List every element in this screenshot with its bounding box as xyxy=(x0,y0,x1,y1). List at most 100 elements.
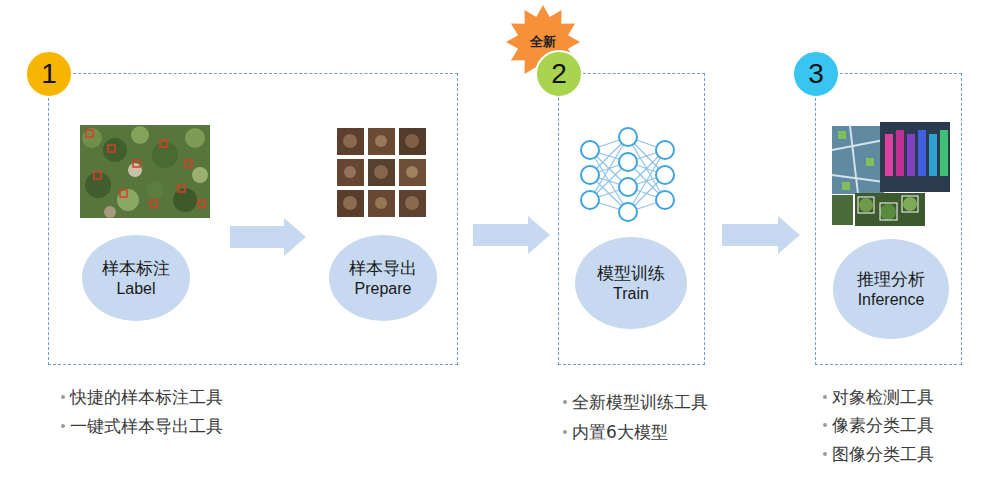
aerial-photo xyxy=(117,189,139,211)
neural-network-icon xyxy=(656,141,674,159)
inference-collage xyxy=(842,182,850,190)
feature-text: 全新模型训练工具 xyxy=(572,391,708,413)
aerial-photo xyxy=(152,142,178,168)
bullet-item: 对象检测工具 xyxy=(832,386,934,408)
inference-collage xyxy=(903,197,917,211)
neural-network-icon xyxy=(581,166,599,184)
process-ellipse: 推理分析Inference xyxy=(833,239,949,339)
feature-text: 快捷的样本标注工具 xyxy=(70,386,223,408)
inference-collage xyxy=(902,196,918,212)
inference-collage xyxy=(880,204,896,220)
sample-tiles xyxy=(337,128,364,155)
sample-tiles xyxy=(343,134,357,148)
sample-tiles xyxy=(344,166,356,178)
neural-network-icon xyxy=(619,178,637,196)
step-badge: 2 xyxy=(535,50,583,98)
step-subtitle: Inference xyxy=(858,290,925,311)
process-ellipse: 样本导出Prepare xyxy=(329,235,437,321)
sample-tiles xyxy=(405,196,419,210)
sample-tiles xyxy=(374,165,388,179)
sample-tiles xyxy=(405,134,419,148)
feature-text: 像素分类工具 xyxy=(832,414,934,436)
aerial-photo xyxy=(94,172,101,179)
inference-collage xyxy=(885,134,893,176)
sample-tiles xyxy=(399,128,426,155)
inference-collage xyxy=(832,122,950,226)
flow-arrow xyxy=(473,216,550,254)
inference-collage xyxy=(838,131,846,139)
process-ellipse: 模型训练Train xyxy=(575,237,687,329)
bullet-item: 全新模型训练工具 xyxy=(572,391,708,413)
sample-tiles xyxy=(406,166,418,178)
inference-collage xyxy=(858,197,874,213)
ellipse-text-group: 推理分析Inference xyxy=(857,268,925,311)
bullet-dot xyxy=(823,395,827,399)
inference-collage xyxy=(855,193,925,226)
aerial-photo xyxy=(86,130,93,137)
bullet-item: 像素分类工具 xyxy=(832,414,934,436)
flow-arrow xyxy=(722,216,800,254)
neural-network-icon xyxy=(590,137,665,212)
aerial-photo xyxy=(192,167,208,183)
aerial-photo xyxy=(160,140,167,147)
step-subtitle: Train xyxy=(613,284,649,305)
sample-tiles xyxy=(399,190,426,217)
sample-tiles xyxy=(375,135,387,147)
bullet-item: 内置6大模型 xyxy=(572,421,668,443)
sample-tiles xyxy=(343,196,357,210)
step-title: 样本导出 xyxy=(349,257,417,279)
sample-tiles xyxy=(368,190,395,217)
aerial-photo xyxy=(131,126,149,144)
step-subtitle: Label xyxy=(116,279,155,300)
aerial-photo xyxy=(198,200,205,207)
inference-collage xyxy=(866,158,874,166)
step-number: 3 xyxy=(808,60,824,88)
step-badge: 3 xyxy=(792,50,840,98)
ellipse-text-group: 样本导出Prepare xyxy=(349,257,417,300)
sample-tiles xyxy=(368,128,395,155)
aerial-photo xyxy=(104,206,116,218)
sample-tiles xyxy=(337,190,364,217)
aerial-photo xyxy=(103,138,127,162)
sample-tiles xyxy=(368,159,395,186)
aerial-photo xyxy=(185,160,192,167)
inference-collage xyxy=(940,130,948,176)
flow-arrow xyxy=(230,218,306,256)
neural-network-icon xyxy=(656,166,674,184)
sample-tiles xyxy=(337,159,364,186)
inference-collage xyxy=(896,130,904,176)
neural-network-icon xyxy=(581,128,674,221)
aerial-photo xyxy=(120,190,127,197)
neural-network-icon xyxy=(656,191,674,209)
feature-text: 图像分类工具 xyxy=(832,443,934,465)
step-title: 推理分析 xyxy=(857,268,925,290)
bullet-dot xyxy=(823,423,827,427)
stage-group-box: 模型训练Train2 xyxy=(558,73,705,365)
neural-network-icon xyxy=(619,128,637,146)
sample-tiles xyxy=(375,197,387,209)
process-ellipse: 样本标注Label xyxy=(82,235,190,321)
stage-group-box: 推理分析Inference3 xyxy=(815,73,962,365)
feature-text: 内置6大模型 xyxy=(572,421,668,443)
inference-collage xyxy=(929,134,937,176)
feature-text: 一键式样本导出工具 xyxy=(70,415,223,437)
bullet-item: 图像分类工具 xyxy=(832,443,934,465)
aerial-photo xyxy=(85,172,111,198)
step-number: 2 xyxy=(551,60,567,88)
inference-collage xyxy=(880,122,950,192)
bullet-dot xyxy=(563,400,567,404)
feature-text: 对象检测工具 xyxy=(832,386,934,408)
ellipse-text-group: 样本标注Label xyxy=(102,257,170,300)
inference-collage xyxy=(832,126,884,194)
neural-network-icon xyxy=(581,191,599,209)
sample-tiles xyxy=(337,128,426,217)
aerial-photo xyxy=(133,160,140,167)
inference-collage xyxy=(907,134,915,176)
step-title: 样本标注 xyxy=(102,257,170,279)
stage-group-box: 样本标注Label样本导出Prepare1 xyxy=(48,73,458,365)
step-number: 1 xyxy=(41,60,57,88)
inference-collage xyxy=(832,195,853,225)
aerial-photo xyxy=(185,128,205,148)
neural-network-icon xyxy=(581,141,599,159)
